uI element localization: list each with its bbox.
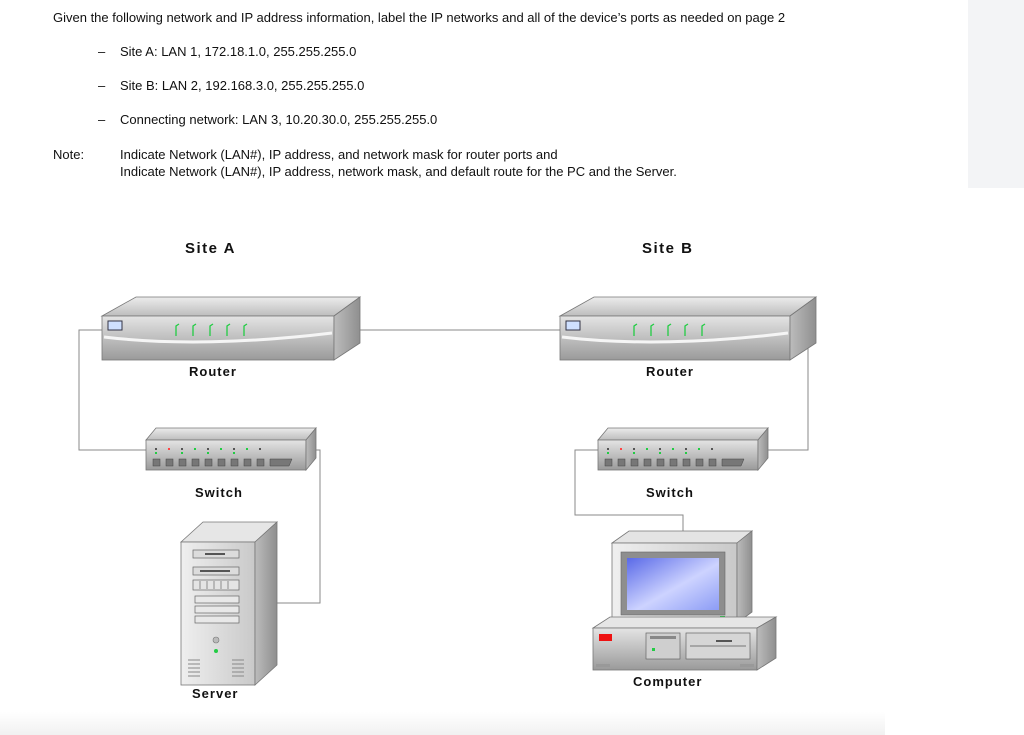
switch-b [597,426,769,472]
bullet-dash: – [98,78,106,93]
note-label: Note: [53,147,85,162]
server-label: Server [192,686,239,701]
server [179,521,279,686]
cable-switch-a-to-server [277,449,321,604]
note-line-2: Indicate Network (LAN#), IP address, net… [120,164,677,179]
switch-a [145,426,317,472]
computer [591,530,778,671]
side-panel [968,0,1024,188]
bullet-dash: – [98,112,106,127]
switch-a-leds [155,448,261,454]
instructions-text: Given the following network and IP addre… [53,10,786,25]
router-a [100,296,362,361]
page-bottom-edge [0,712,885,735]
switch-b-ports [604,458,745,467]
router-b [558,296,818,361]
computer-label: Computer [633,674,703,689]
bullet-connecting-network: –Connecting network: LAN 3, 10.20.30.0, … [98,112,437,127]
note-line-1: Indicate Network (LAN#), IP address, and… [120,147,558,162]
router-a-label: Router [189,364,237,379]
router-b-label: Router [646,364,694,379]
switch-a-ports [152,458,293,467]
monitor-screen [627,558,719,610]
bullet-text: Connecting network: LAN 3, 10.20.30.0, 2… [120,112,438,127]
switch-b-leds [607,448,713,454]
bullet-site-b: –Site B: LAN 2, 192.168.3.0, 255.255.255… [98,78,364,93]
bullet-site-a: –Site A: LAN 1, 172.18.1.0, 255.255.255.… [98,44,356,59]
cable-router-a-to-switch-a [78,329,147,451]
switch-a-label: Switch [195,485,243,500]
bullet-text: Site B: LAN 2, 192.168.3.0, 255.255.255.… [120,78,365,93]
bullet-dash: – [98,44,106,59]
cable-switch-b-to-computer [574,449,684,543]
switch-b-label: Switch [646,485,694,500]
bullet-text: Site A: LAN 1, 172.18.1.0, 255.255.255.0 [120,44,357,59]
site-a-title: Site A [185,240,236,257]
site-b-title: Site B [642,240,694,257]
